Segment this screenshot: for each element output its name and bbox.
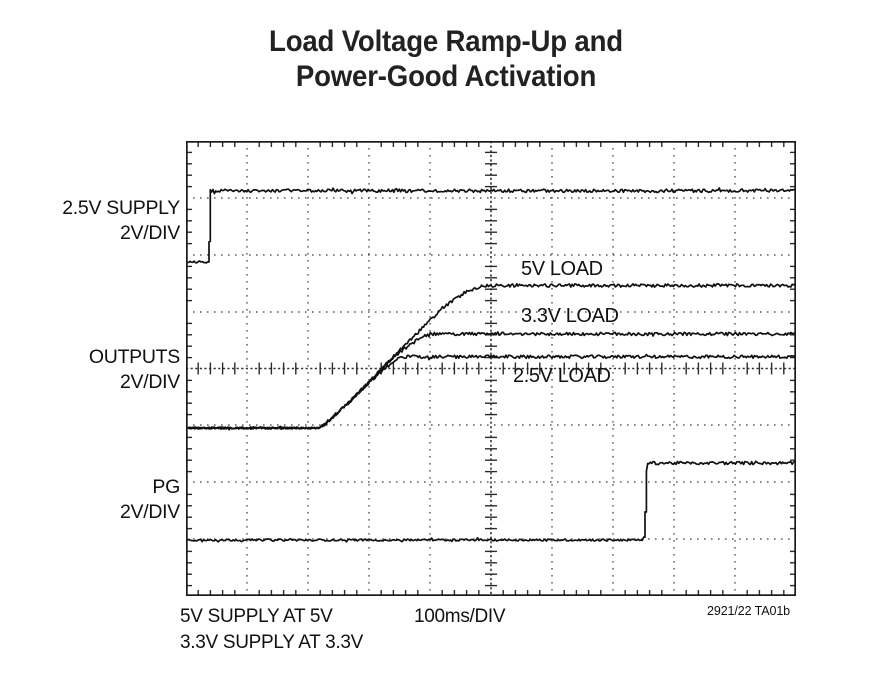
trace-pg — [186, 460, 796, 543]
axis-label-outputs-line2: 2V/DIV — [120, 370, 180, 393]
footer-supplies-line2: 3.3V SUPPLY AT 3.3V — [180, 631, 364, 653]
footer-supplies: 5V SUPPLY AT 5V 3.3V SUPPLY AT 3.3V — [180, 604, 363, 655]
annot-2v5-load: 2.5V LOAD — [513, 365, 611, 387]
chart-title-line-1: Load Voltage Ramp-Up and — [269, 25, 623, 58]
axis-label-2v5-supply-line2: 2V/DIV — [120, 221, 180, 244]
oscilloscope-plot — [186, 141, 796, 596]
chart-title: Load Voltage Ramp-Up and Power-Good Acti… — [0, 24, 892, 95]
trace-3-3v-load — [186, 331, 796, 430]
part-code-label: 2921/22 TA01b — [707, 604, 791, 618]
footer-timebase: 100ms/DIV — [414, 606, 506, 627]
axis-label-outputs-line1: OUTPUTS — [88, 346, 180, 368]
chart-title-line-2: Power-Good Activation — [295, 60, 597, 94]
axis-label-pg-line1: PG — [152, 476, 180, 498]
plot-frame — [186, 141, 796, 596]
axis-label-2v5-supply: 2.5V SUPPLY 2V/DIV — [62, 196, 180, 246]
trace-2-5v-supply — [186, 187, 796, 264]
signal-traces — [186, 187, 796, 543]
axis-label-2v5-supply-line1: 2.5V SUPPLY — [62, 197, 180, 219]
footer-supplies-line1: 5V SUPPLY AT 5V — [180, 606, 333, 627]
axis-label-pg: PG 2V/DIV — [120, 475, 180, 525]
grid-vertical-lines — [246, 141, 736, 596]
annot-5v-load: 5V LOAD — [521, 258, 603, 280]
axis-label-outputs: OUTPUTS 2V/DIV — [89, 345, 180, 395]
annot-3v3-load: 3.3V LOAD — [521, 305, 619, 327]
center-horizontal-ticks — [197, 362, 785, 375]
axis-label-pg-line2: 2V/DIV — [120, 500, 180, 523]
trace-2-5v-load — [186, 353, 796, 431]
